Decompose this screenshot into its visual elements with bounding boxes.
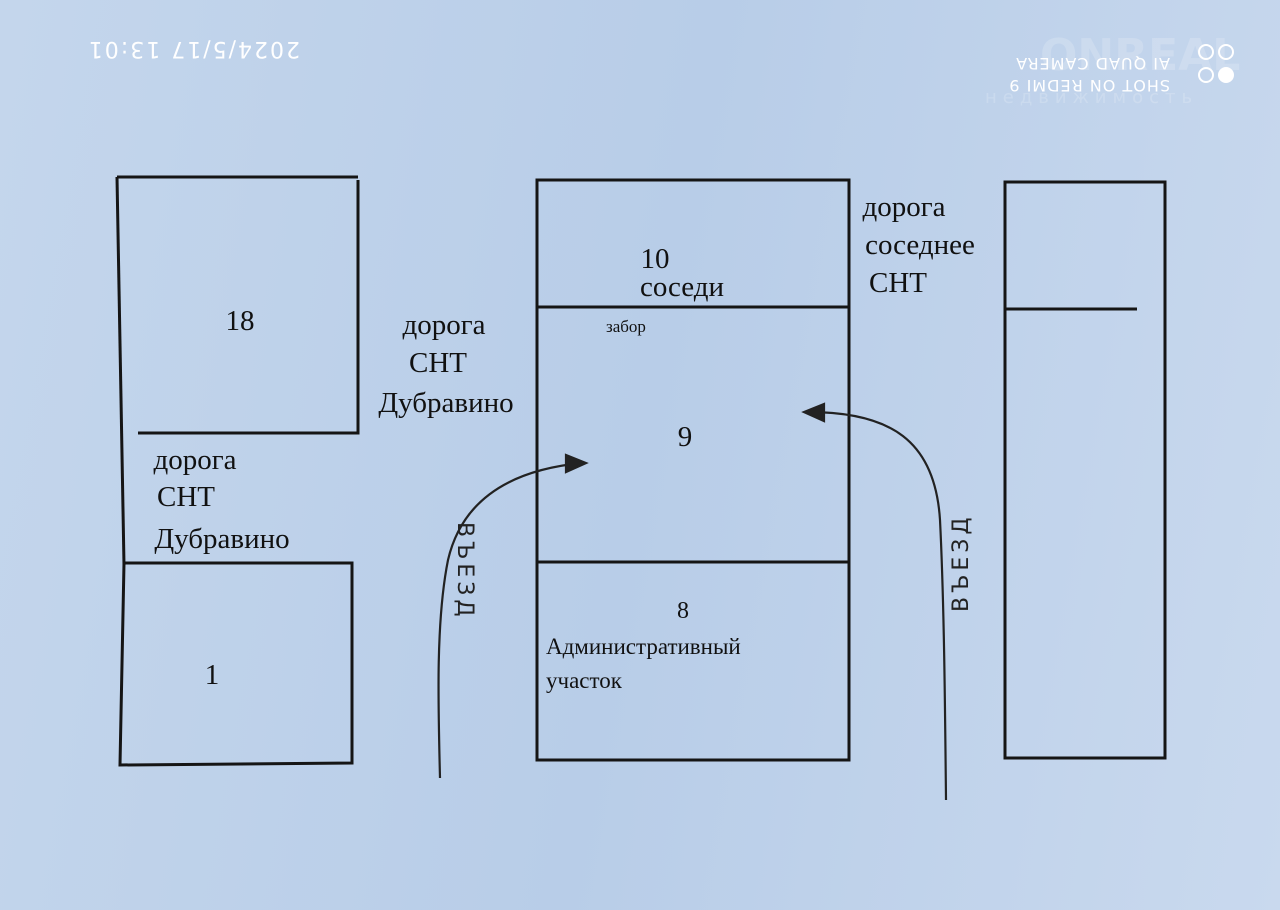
watermark-brand: ONREAL [1040, 30, 1240, 81]
middle-block-outline [535, 178, 851, 762]
left-entrance-label: ВЪЕЗД [452, 522, 477, 621]
plot-8-label-line1: Административный [546, 634, 741, 659]
right-entrance-arrow [807, 410, 948, 801]
right-road-line2: соседнее [865, 229, 975, 261]
left-road-line1: дорога [153, 444, 236, 476]
center-road-line3: Дубравино [378, 387, 513, 419]
camera-line2: AI QUAD CAMERA [1015, 54, 1170, 73]
left-arrowhead-icon [564, 453, 589, 474]
right-road-line1: дорога [862, 191, 945, 223]
left-entrance-arrow [437, 461, 583, 779]
fence-label: забор [606, 317, 646, 336]
plot-18-outline [117, 175, 360, 435]
plot-1-label: 1 [205, 659, 220, 691]
plot-8-label-line2: участок [546, 668, 623, 693]
plot-9-label: 9 [678, 421, 693, 453]
left-road-line3: Дубравино [154, 523, 289, 555]
camera-line1: SHOT ON REDMI 9 [1008, 76, 1170, 95]
plot-10-label: соседи [640, 271, 724, 303]
photo-timestamp: 2024/5/17 13:01 [87, 36, 300, 61]
plot-8-number: 8 [677, 598, 689, 624]
onreal-watermark: ONREAL недвижимость [985, 30, 1240, 108]
right-arrowhead-icon [801, 402, 826, 423]
camera-logo-icon [1198, 44, 1234, 83]
camera-watermark: SHOT ON REDMI 9 AI QUAD CAMERA [1008, 54, 1170, 95]
right-block-outline [1003, 180, 1167, 760]
plot-18-label: 18 [226, 305, 255, 337]
plot-1-outline [118, 561, 354, 767]
right-road-line3: СНТ [869, 267, 927, 299]
watermark-sub: недвижимость [985, 87, 1198, 108]
center-road-line1: дорога [402, 309, 485, 341]
right-entrance-label: ВЪЕЗД [949, 513, 974, 612]
left-road-line2: СНТ [157, 481, 215, 513]
left-boundary-line [115, 176, 126, 566]
plot-10-number: 10 [641, 243, 670, 275]
center-road-line2: СНТ [409, 347, 467, 379]
